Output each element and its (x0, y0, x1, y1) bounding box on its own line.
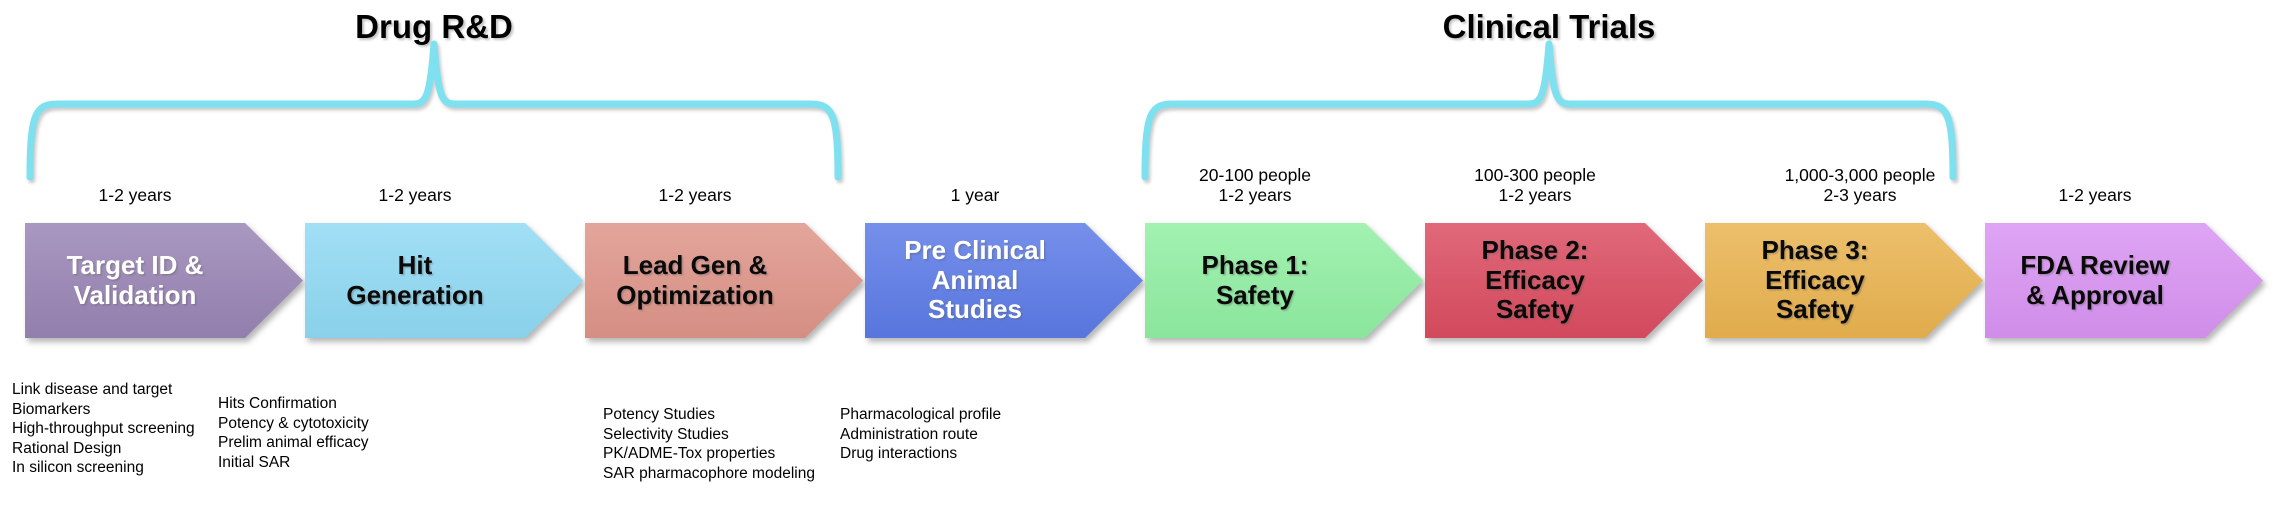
arrow-shape: Phase 2: Efficacy Safety (1425, 223, 1703, 338)
detail-item: Potency Studies (603, 406, 716, 423)
stage-title: Pre Clinical Animal Studies (904, 235, 1046, 325)
stage-title: Phase 2: Efficacy Safety (1481, 235, 1589, 325)
drug-rd-brace (26, 40, 842, 181)
detail-item: In silicon screening (12, 459, 144, 477)
stage-title: Phase 3: Efficacy Safety (1761, 235, 1869, 325)
arrow-shape: Target ID & Validation (25, 223, 303, 338)
stage-arrow-phase1-safety: Phase 1: Safety (1145, 223, 1423, 338)
stage-duration-label-phase2: 100-300 people 1-2 years (1425, 148, 1645, 205)
duration: 1-2 years (1218, 185, 1292, 205)
duration: 1-2 years (378, 185, 452, 205)
stage-duration-label-lead-gen: 1-2 years (585, 148, 805, 205)
detail-item: Hits Confirmation (218, 395, 337, 412)
detail-item: Drug interactions (840, 445, 958, 463)
stage-arrow-preclinical-animal-studies: Pre Clinical Animal Studies (865, 223, 1143, 338)
detail-item: Prelim animal efficacy (218, 434, 369, 452)
people-count: 1,000-3,000 people (1784, 165, 1936, 185)
stage-arrow-lead-gen-optimization: Lead Gen & Optimization (585, 223, 863, 338)
detail-item: SAR pharmacophore modeling (603, 464, 815, 482)
people-count: 20-100 people (1199, 165, 1311, 185)
hit-generation-details: Hits Confirmation Potency & cytotoxicity… (218, 394, 369, 472)
arrow-shape: Phase 1: Safety (1145, 223, 1423, 338)
arrow-shape: Lead Gen & Optimization (585, 223, 863, 338)
detail-item: Potency & cytotoxicity (218, 414, 369, 432)
stage-duration-label-target-id: 1-2 years (25, 148, 245, 205)
stage-arrow-fda-review-approval: FDA Review & Approval (1985, 223, 2263, 338)
duration: 2-3 years (1823, 185, 1897, 205)
duration: 1-2 years (98, 185, 172, 205)
duration: 1 year (950, 185, 1000, 205)
lead-gen-optimization-details: Potency Studies Selectivity Studies PK/A… (603, 405, 815, 483)
clinical-trials-brace (1141, 40, 1957, 181)
stage-title: FDA Review & Approval (2020, 249, 2170, 310)
detail-item: Selectivity Studies (603, 425, 729, 443)
stage-duration-label-hit-generation: 1-2 years (305, 148, 525, 205)
stage-title: Hit Generation (346, 249, 484, 310)
stage-title: Phase 1: Safety (1201, 249, 1309, 310)
duration: 1-2 years (2058, 185, 2132, 205)
stage-arrow-hit-generation: Hit Generation (305, 223, 583, 338)
stage-arrow-phase3-efficacy-safety: Phase 3: Efficacy Safety (1705, 223, 1983, 338)
people-count: 100-300 people (1474, 165, 1596, 185)
detail-item: Link disease and target (12, 381, 173, 398)
arrow-shape: FDA Review & Approval (1985, 223, 2263, 338)
detail-item: Rational Design (12, 439, 122, 457)
detail-item: Biomarkers (12, 400, 91, 418)
stage-duration-label-fda-review: 1-2 years (1985, 148, 2205, 205)
stage-title: Lead Gen & Optimization (616, 249, 774, 310)
stage-title: Target ID & Validation (66, 249, 204, 310)
stage-arrow-target-id-validation: Target ID & Validation (25, 223, 303, 338)
arrow-shape: Hit Generation (305, 223, 583, 338)
clinical-trials-title: Clinical Trials (1442, 8, 1656, 45)
drug-rd-title: Drug R&D (355, 8, 513, 45)
stage-duration-label-preclinical: 1 year (865, 148, 1085, 205)
duration: 1-2 years (1498, 185, 1572, 205)
detail-item: High-throughput screening (12, 420, 195, 438)
detail-item: Initial SAR (218, 453, 291, 471)
target-id-validation-details: Link disease and target Biomarkers High-… (12, 380, 195, 478)
arrow-shape: Phase 3: Efficacy Safety (1705, 223, 1983, 338)
stage-duration-label-phase3: 1,000-3,000 people 2-3 years (1750, 148, 1970, 205)
stage-duration-label-phase1: 20-100 people 1-2 years (1145, 148, 1365, 205)
detail-item: Administration route (840, 425, 978, 443)
duration: 1-2 years (658, 185, 732, 205)
preclinical-studies-details: Pharmacological profile Administration r… (840, 405, 1001, 464)
detail-item: PK/ADME-Tox properties (603, 445, 776, 463)
detail-item: Pharmacological profile (840, 406, 1002, 423)
stage-arrow-phase2-efficacy-safety: Phase 2: Efficacy Safety (1425, 223, 1703, 338)
arrow-shape: Pre Clinical Animal Studies (865, 223, 1143, 338)
